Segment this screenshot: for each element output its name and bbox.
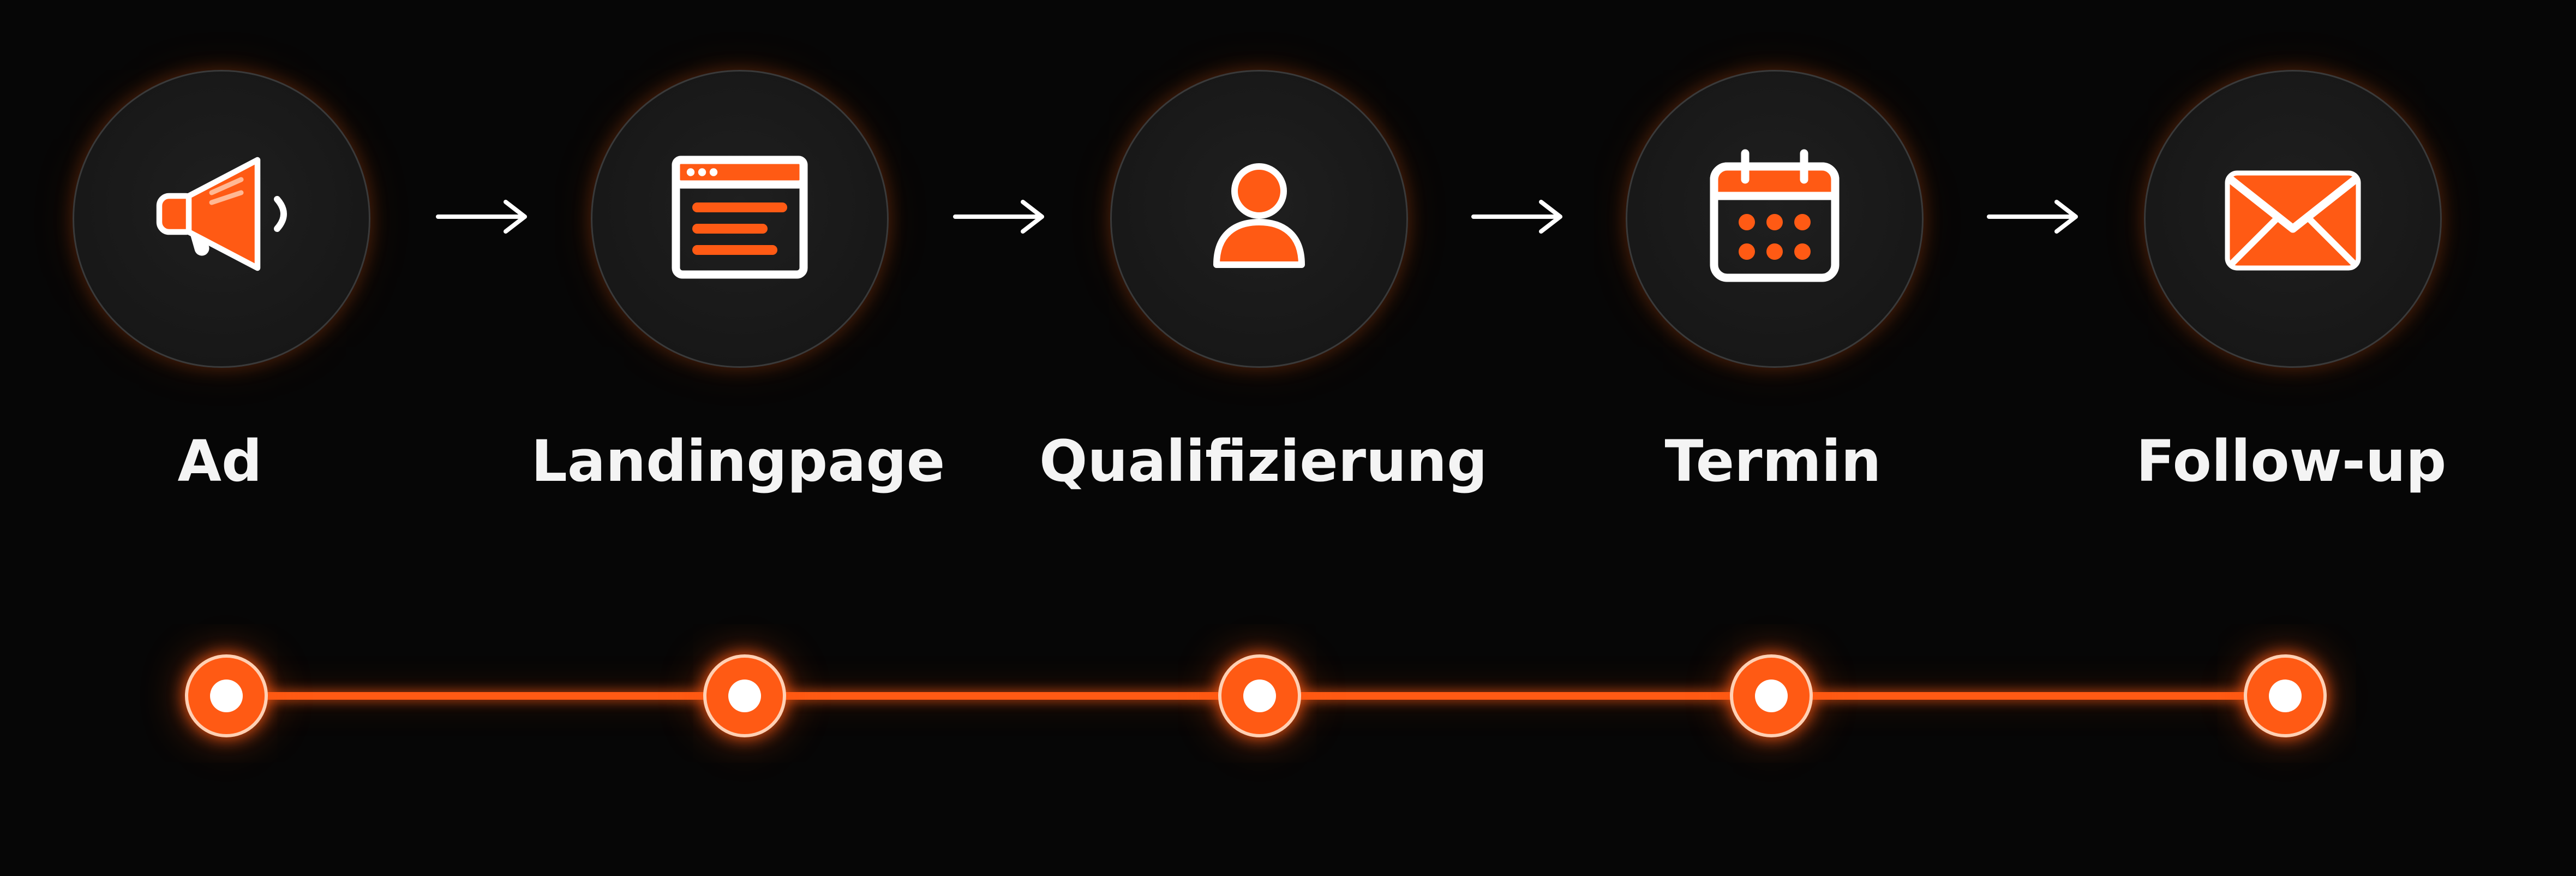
arrow-right-icon: [436, 200, 527, 234]
step-label-follow-up: Follow-up: [2136, 428, 2447, 494]
step-label-landingpage: Landingpage: [531, 428, 945, 494]
step-qualifizierung: [1110, 70, 1408, 368]
timeline-node-landingpage: [703, 654, 786, 737]
step-label-ad: Ad: [177, 428, 262, 494]
timeline-node-follow-up: [2244, 654, 2327, 737]
arrow-right-icon: [953, 200, 1044, 234]
arrow-right-icon: [1471, 200, 1562, 234]
timeline-node-ad: [185, 654, 268, 737]
step-label-termin: Termin: [1664, 428, 1882, 494]
step-label-qualifizierung: Qualifizierung: [1039, 428, 1488, 494]
step-follow-up: [2144, 70, 2442, 368]
timeline-node-termin: [1730, 654, 1813, 737]
calendar-icon: [1710, 149, 1840, 282]
megaphone-icon: [156, 157, 287, 271]
arrow-right-icon: [1987, 200, 2078, 234]
browser-window-icon: [672, 156, 808, 279]
step-termin: [1626, 70, 1924, 368]
user-icon: [1213, 163, 1305, 268]
timeline-node-qualifizierung: [1218, 654, 1301, 737]
envelope-icon: [2225, 170, 2361, 271]
step-landingpage: [591, 70, 889, 368]
step-ad: [73, 70, 370, 368]
